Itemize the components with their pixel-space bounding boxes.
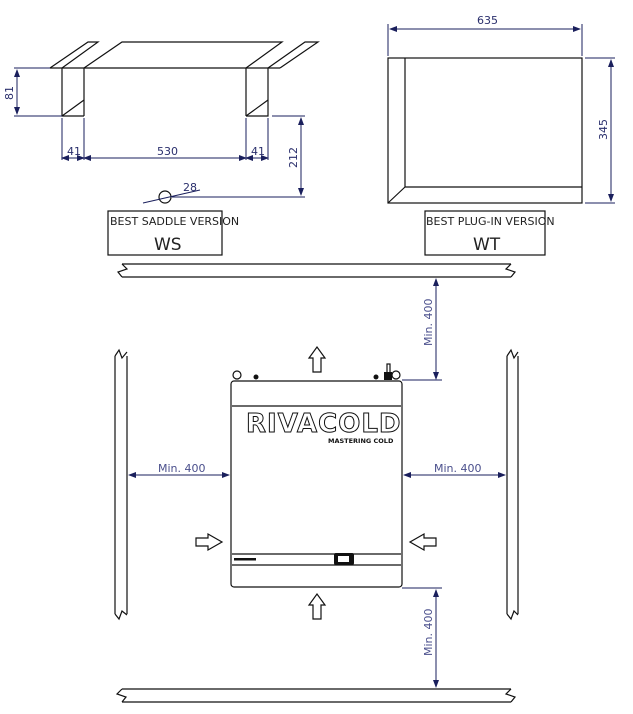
- plugin-title-box: [424, 210, 546, 256]
- plugin-width-dim: 635: [477, 14, 498, 27]
- right-wall: [506, 348, 519, 621]
- bottom-wall: [115, 688, 517, 703]
- lifting-eye-left: [232, 370, 242, 380]
- saddle-right-flange-dim: 41: [251, 145, 265, 158]
- left-wall: [114, 348, 128, 621]
- clearance-bottom-label: Min. 400: [422, 608, 435, 656]
- top-wall: [116, 263, 517, 278]
- saddle-version-title: BEST SADDLE VERSION: [110, 215, 239, 228]
- front-badge: [234, 558, 256, 561]
- clearance-bottom: Min. 400: [402, 587, 442, 688]
- saddle-version-drawing: 81 41 530 41 212 28 BEST SADDLE VERSION …: [3, 41, 320, 256]
- airflow-up-bottom-icon: [307, 592, 327, 620]
- airflow-left-icon: [408, 532, 437, 552]
- clearance-top-label: Min. 400: [422, 298, 435, 346]
- airflow-right-icon: [195, 532, 224, 552]
- airflow-up-top-icon: [307, 345, 327, 373]
- brand-tagline: MASTERING COLD: [328, 437, 394, 445]
- clearance-right-label: Min. 400: [434, 462, 482, 475]
- brand-logo: RIVACOLD: [246, 409, 402, 439]
- saddle-width-dim: 530: [157, 145, 178, 158]
- refrigeration-unit: RIVACOLD MASTERING COLD: [230, 363, 403, 588]
- clearance-left: Min. 400: [128, 462, 230, 478]
- clearance-left-label: Min. 400: [158, 462, 206, 475]
- lifting-eye-right: [391, 370, 401, 380]
- plugin-version-title: BEST PLUG-IN VERSION: [426, 215, 555, 228]
- clearance-top: Min. 400: [402, 278, 442, 381]
- valve-fitting: [384, 372, 392, 380]
- saddle-depth-dim: 212: [287, 147, 300, 168]
- plugin-height-dim: 345: [597, 119, 610, 140]
- saddle-version-code: WS: [154, 235, 182, 255]
- clearance-right: Min. 400: [403, 462, 506, 478]
- saddle-height-dim: 81: [3, 86, 16, 100]
- saddle-title-box: [107, 210, 223, 256]
- saddle-left-flange-dim: 41: [67, 145, 81, 158]
- plugin-version-code: WT: [473, 235, 501, 255]
- plugin-version-drawing: 635 345 BEST PLUG-IN VERSION WT: [387, 14, 615, 256]
- saddle-hole-dim: 28: [183, 181, 197, 194]
